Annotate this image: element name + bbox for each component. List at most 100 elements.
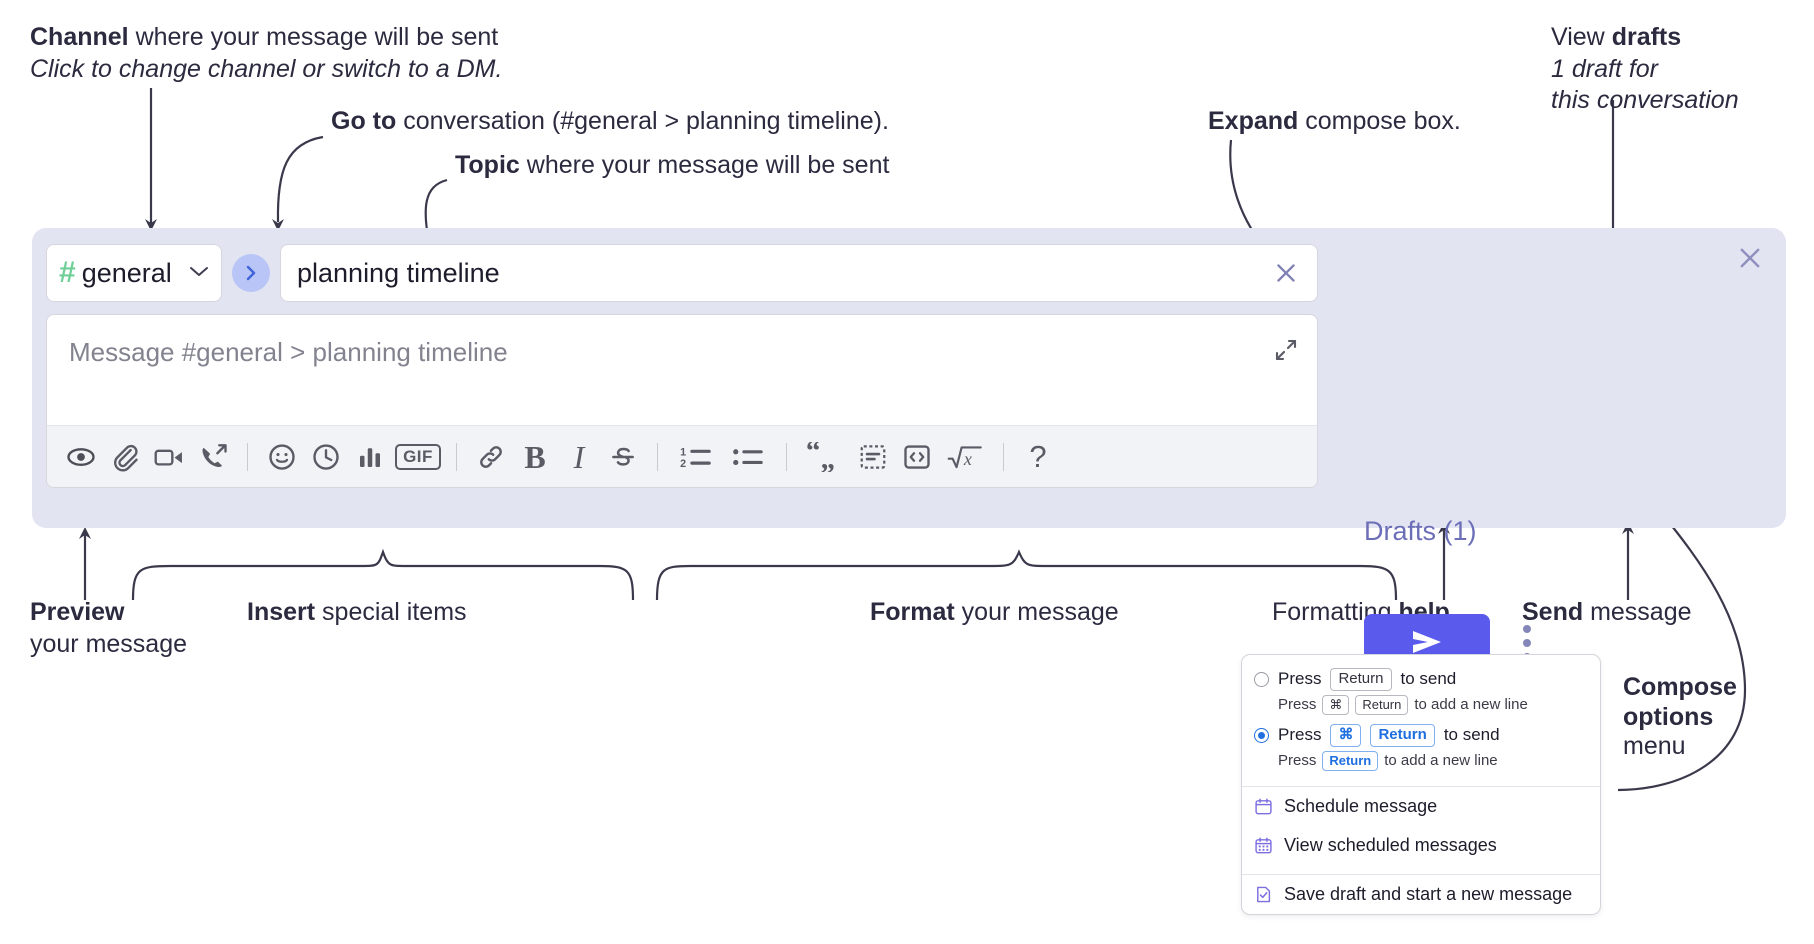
annotation-insert: Insert special items [247, 597, 467, 629]
message-placeholder: Message #general > planning timeline [69, 337, 508, 367]
menu-sub-pre: Press [1278, 752, 1317, 770]
key-return: Return [1355, 694, 1409, 715]
video-icon[interactable] [147, 435, 191, 479]
italic-icon[interactable]: I [557, 435, 601, 479]
hash-icon: # [59, 256, 76, 289]
menu-item-schedule-message[interactable]: Schedule message [1242, 787, 1600, 826]
compose-options-menu: Press Return to send Press ⌘ Return to a… [1241, 654, 1601, 915]
math-icon[interactable]: x [939, 435, 991, 479]
bullet-list-icon[interactable] [722, 435, 774, 479]
chevron-right-icon [246, 265, 256, 281]
blockquote-icon[interactable]: “„ [799, 435, 851, 479]
menu-item-save-draft[interactable]: Save draft and start a new message [1242, 875, 1600, 914]
separator-1 [247, 442, 248, 471]
clock-icon[interactable] [304, 435, 348, 479]
drafts-link[interactable]: Drafts (1) [1364, 516, 1477, 546]
menu-item-view-scheduled-messages[interactable]: View scheduled messages [1242, 826, 1600, 865]
menu-item-label: Save draft and start a new message [1284, 884, 1573, 904]
kebab-dot [1523, 625, 1531, 633]
annotation-expand: Expand compose box. [1208, 106, 1461, 138]
calendar-schedule-icon [1255, 798, 1272, 815]
compose-panel: # general planning timeline [32, 228, 1786, 670]
emoji-icon[interactable] [260, 435, 304, 479]
calendar-grid-icon [1255, 837, 1272, 854]
annotation-topic-rest: where your message will be sent [519, 151, 890, 179]
inline-code-icon[interactable] [895, 435, 939, 479]
annotation-expand-rest: compose box. [1298, 107, 1461, 135]
preview-icon[interactable] [59, 435, 103, 479]
menu-item-label: Schedule message [1284, 796, 1438, 816]
help-icon[interactable]: ? [1016, 435, 1060, 479]
menu-option-row[interactable]: Press Return to send [1242, 668, 1600, 691]
message-input-box[interactable]: Message #general > planning timeline [46, 314, 1318, 488]
menu-sub-post: to add a new line [1414, 696, 1528, 714]
annotation-goto: Go to conversation (#general > planning … [331, 106, 889, 138]
annotation-channel-rest: where your message will be sent [128, 23, 499, 51]
close-icon [1277, 264, 1295, 282]
annotation-insert-bold: Insert [247, 598, 316, 626]
svg-text:1: 1 [680, 446, 686, 458]
code-block-icon[interactable] [851, 435, 895, 479]
svg-text:2: 2 [680, 458, 686, 470]
annotation-drafts-bold: drafts [1611, 23, 1682, 51]
annotation-compose-line2: options [1623, 702, 1714, 731]
menu-sub-pre: Press [1278, 696, 1317, 714]
topic-value: planning timeline [297, 257, 500, 288]
clear-topic-button[interactable] [1269, 256, 1303, 290]
bold-icon[interactable]: B [513, 435, 557, 479]
annotation-insert-rest: special items [315, 598, 467, 626]
annotation-format: Format your message [870, 597, 1119, 629]
gif-label: GIF [395, 443, 441, 470]
audio-call-icon[interactable] [191, 435, 235, 479]
topic-field[interactable]: planning timeline [280, 244, 1318, 302]
menu-option-sub: Press Return to add a new line [1242, 747, 1600, 773]
separator-2 [456, 442, 457, 471]
annotation-drafts: View drafts 1 draft for this conversatio… [1551, 22, 1739, 117]
annotation-preview: Preview your message [30, 597, 187, 660]
annotation-send-rest: message [1583, 598, 1692, 626]
formatting-toolbar: GIF B I [47, 425, 1317, 487]
kebab-dot [1523, 639, 1531, 647]
save-draft-icon [1257, 886, 1271, 903]
radio-return-to-send[interactable] [1254, 671, 1269, 687]
close-panel-button[interactable] [1732, 240, 1768, 276]
help-glyph: ? [1029, 439, 1047, 474]
close-icon [1740, 248, 1760, 268]
menu-divider [1242, 874, 1600, 875]
separator-4 [786, 442, 787, 471]
svg-text:„: „ [821, 443, 836, 472]
annotation-goto-bold: Go to [331, 107, 397, 135]
expand-icon [1275, 339, 1297, 361]
link-icon[interactable] [469, 435, 513, 479]
expand-compose-button[interactable] [1269, 333, 1303, 367]
menu-option-cmd-return-to-send[interactable]: Press ⌘ Return to send Press Return to a… [1242, 721, 1600, 777]
strikethrough-icon[interactable] [601, 435, 645, 479]
menu-option-return-to-send[interactable]: Press Return to send Press ⌘ Return to a… [1242, 665, 1600, 721]
annotation-channel-italic: Click to change channel or switch to a D… [30, 54, 503, 83]
separator-3 [657, 442, 658, 471]
annotation-compose-options: Compose options menu [1623, 673, 1737, 762]
menu-item-label: View scheduled messages [1284, 835, 1497, 855]
annotation-channel-bold: Channel [30, 23, 129, 51]
radio-cmd-return-to-send[interactable] [1254, 727, 1269, 743]
menu-option-pre: Press [1278, 669, 1322, 689]
annotation-compose-line1: Compose [1623, 673, 1737, 701]
key-return: Return [1330, 668, 1392, 691]
menu-option-row[interactable]: Press ⌘ Return to send [1242, 724, 1600, 747]
annotation-preview-bold: Preview [30, 598, 125, 626]
gif-icon[interactable]: GIF [392, 435, 444, 479]
annotation-expand-bold: Expand [1208, 107, 1299, 135]
bold-glyph: B [524, 438, 546, 475]
annotation-drafts-prefix: View [1551, 23, 1612, 51]
channel-name: general [81, 257, 172, 288]
go-to-conversation-button[interactable] [232, 254, 270, 292]
poll-icon[interactable] [348, 435, 392, 479]
menu-option-post: to send [1443, 725, 1500, 745]
attachment-icon[interactable] [103, 435, 147, 479]
channel-selector[interactable]: # general [46, 244, 222, 302]
compose-inner: # general planning timeline [46, 242, 1318, 488]
annotation-format-rest: your message [954, 598, 1119, 626]
annotation-compose-line3: menu [1623, 732, 1686, 760]
